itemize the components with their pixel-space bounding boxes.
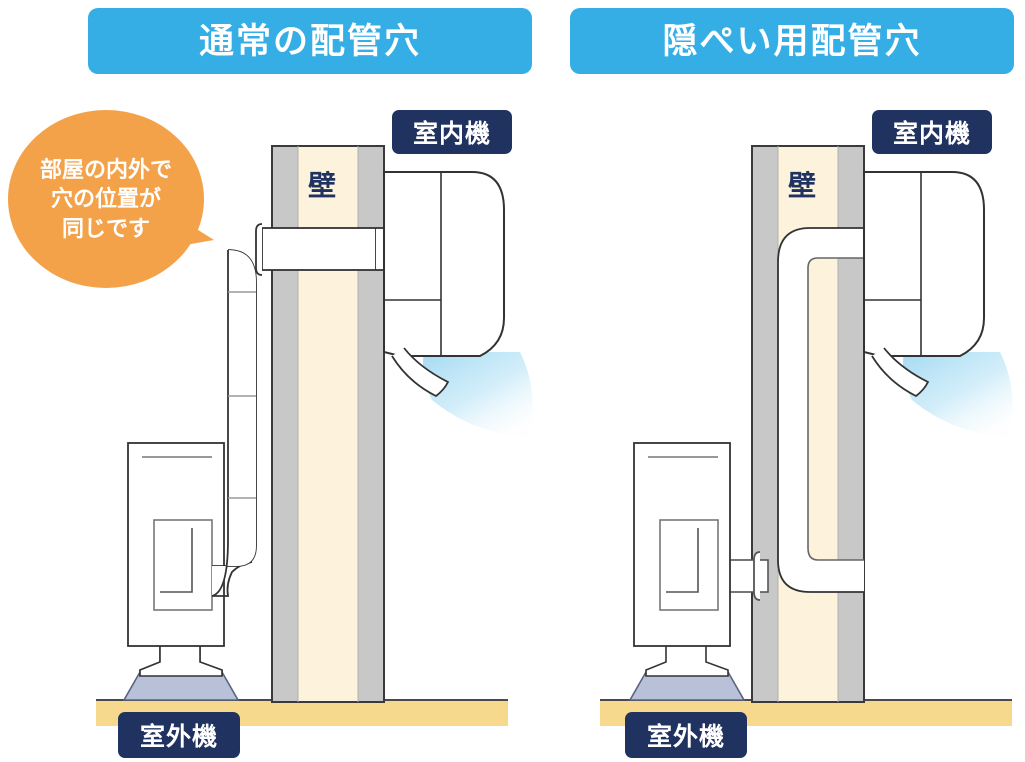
callout-shape <box>8 110 214 288</box>
indoor-unit-right <box>863 171 985 398</box>
indoor-unit-left <box>383 171 505 398</box>
panel-title-banner-left: 通常の配管穴 <box>88 8 532 74</box>
panel-title-banner-right: 隠ぺい用配管穴 <box>570 8 1014 74</box>
callout-bubble: 部屋の内外で 穴の位置が 同じです <box>8 110 214 288</box>
pipe-right-concealed <box>711 227 864 601</box>
panel-left-illustration <box>96 145 533 726</box>
outdoor-unit-right <box>633 442 731 647</box>
wall-label-right: 壁 <box>788 170 817 201</box>
wall-label-left: 壁 <box>308 170 337 201</box>
outdoor-legs-right <box>645 644 729 677</box>
indoor-unit-label-right: 室内機 <box>872 110 992 154</box>
airflow-plume-right <box>903 352 1013 438</box>
indoor-unit-label-left: 室内機 <box>392 110 512 154</box>
outdoor-unit-label-right: 室外機 <box>625 712 747 758</box>
panel-title-text-left: 通常の配管穴 <box>198 21 421 61</box>
panel-right-illustration <box>600 145 1013 726</box>
outdoor-unit-label-left: 室外機 <box>118 712 240 758</box>
panel-title-text-right: 隠ぺい用配管穴 <box>662 21 922 61</box>
airflow-plume-left <box>423 352 533 438</box>
outdoor-unit-left <box>127 442 225 647</box>
